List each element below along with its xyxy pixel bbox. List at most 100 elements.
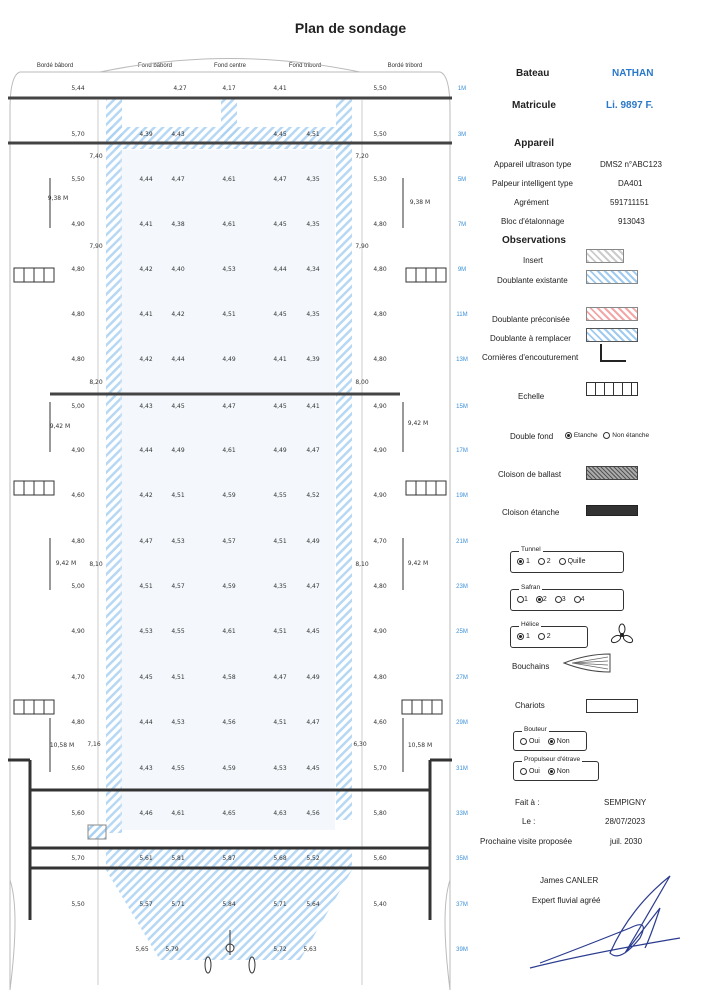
sounding-value: 4,44 [139, 447, 153, 454]
sounding-value: 4,45 [171, 403, 185, 410]
ladder-right-19m [405, 480, 447, 496]
col-fond-tribord: Fond tribord [288, 63, 322, 69]
helice-radio-1[interactable] [517, 633, 524, 640]
sounding-value: 5,65 [135, 946, 149, 953]
sounding-value: 4,44 [273, 266, 287, 273]
sounding-value: 5,57 [139, 901, 153, 908]
sounding-value: 4,42 [139, 356, 153, 363]
span-label: 9,42 M [50, 423, 70, 430]
sounding-value: 5,50 [373, 131, 387, 138]
sounding-value: 4,41 [139, 221, 153, 228]
sounding-value: 4,42 [139, 492, 153, 499]
span-label: 9,38 M [48, 195, 68, 202]
sounding-value: 4,90 [373, 447, 387, 454]
appareil-heading: Appareil [514, 138, 555, 149]
cloison-ballast-swatch [586, 466, 638, 480]
corniere-icon [600, 344, 626, 362]
meter-mark: 15M [456, 404, 468, 410]
non-etanche-radio[interactable] [603, 432, 611, 439]
bow-curve [99, 58, 361, 73]
safran-radio-1[interactable] [517, 596, 524, 603]
bouteur-radio-oui[interactable] [520, 738, 527, 745]
ladder-right-9m [405, 267, 447, 283]
sounding-value: 5,30 [373, 176, 387, 183]
bateau-value: NATHAN [612, 68, 654, 79]
span-label: 9,42 M [408, 560, 428, 567]
sounding-value: 4,45 [273, 221, 287, 228]
side-mark: 7,40 [89, 153, 103, 160]
sounding-value: 4,38 [171, 221, 185, 228]
sounding-value: 5,70 [71, 855, 85, 862]
sounding-value: 4,49 [222, 356, 236, 363]
sounding-value: 4,40 [171, 266, 185, 273]
sounding-value: 4,49 [306, 538, 320, 545]
meter-mark: 39M [456, 947, 468, 953]
cornieres-label: Cornières d'encouturement [482, 353, 579, 362]
sounding-value: 4,51 [139, 583, 153, 590]
safran-radio-2[interactable] [535, 596, 543, 603]
sounding-value: 4,53 [273, 765, 287, 772]
sounding-value: 4,56 [306, 810, 320, 817]
sounding-value: 5,60 [71, 810, 85, 817]
sounding-value: 4,51 [222, 311, 236, 318]
bouteur-opt-non: Non [556, 738, 570, 746]
safran-radio-3[interactable] [554, 596, 562, 603]
sounding-value: 4,61 [222, 221, 236, 228]
sounding-value: 4,51 [273, 538, 287, 545]
safran-radio-4[interactable] [573, 596, 581, 603]
le-value: 28/07/2023 [605, 817, 646, 826]
helice-opt-1: 1 [525, 633, 530, 641]
sounding-value: 4,57 [171, 583, 185, 590]
sounding-value: 4,35 [273, 583, 287, 590]
sounding-value: 5,70 [373, 765, 387, 772]
safran-opt-3: 3 [561, 596, 566, 604]
sounding-value: 4,52 [306, 492, 320, 499]
sounding-value: 4,45 [306, 628, 320, 635]
sounding-value: 4,43 [171, 131, 185, 138]
double-fond-options: Etanche Non étanche [565, 432, 649, 439]
helice-radio-2[interactable] [537, 633, 545, 640]
etanche-radio[interactable] [565, 432, 572, 439]
sounding-value: 4,61 [171, 810, 185, 817]
meter-mark: 25M [456, 629, 468, 635]
tunnel-group: Tunnel 1 2 Quille [510, 546, 624, 573]
signer-role: Expert fluvial agréé [532, 896, 601, 905]
meter-mark: 33M [456, 811, 468, 817]
sounding-value: 4,51 [171, 492, 185, 499]
propulseur-radio-oui[interactable] [520, 768, 527, 775]
tunnel-radio-2[interactable] [537, 558, 545, 565]
sounding-value: 4,57 [222, 538, 236, 545]
span-label: 10,58 M [50, 742, 74, 749]
sounding-value: 5,52 [306, 855, 320, 862]
echelle-label: Echelle [518, 392, 545, 401]
agrement-label: Agrément [514, 198, 549, 207]
span-label: 9,38 M [410, 199, 430, 206]
tunnel-radio-1[interactable] [517, 558, 524, 565]
sounding-value: 4,41 [139, 311, 153, 318]
meter-mark: 29M [456, 720, 468, 726]
sounding-value: 4,45 [306, 765, 320, 772]
bouteur-radio-non[interactable] [547, 738, 555, 745]
tunnel-radio-quille[interactable] [558, 558, 566, 565]
ladder-left-19m [13, 480, 55, 496]
sounding-value: 4,90 [71, 447, 85, 454]
sounding-value: 4,47 [171, 176, 185, 183]
sounding-value: 4,90 [373, 628, 387, 635]
sounding-value: 4,41 [273, 356, 287, 363]
propulseur-radio-non[interactable] [547, 768, 555, 775]
matricule-value: Li. 9897 F. [606, 100, 654, 111]
sounding-value: 4,63 [273, 810, 287, 817]
meter-mark: 23M [456, 584, 468, 590]
sounding-value: 4,61 [222, 176, 236, 183]
bottom-area [120, 150, 335, 830]
bloc-label: Bloc d'étalonnage [501, 217, 565, 226]
safran-opt-4: 4 [580, 596, 585, 604]
tunnel-opt-2: 2 [546, 558, 551, 566]
meter-mark: 9M [458, 267, 466, 273]
sounding-value: 4,70 [71, 674, 85, 681]
insert-swatch [586, 249, 624, 263]
sounding-value: 5,72 [273, 946, 287, 953]
propeller-icon [610, 623, 634, 644]
meter-mark: 5M [458, 177, 466, 183]
